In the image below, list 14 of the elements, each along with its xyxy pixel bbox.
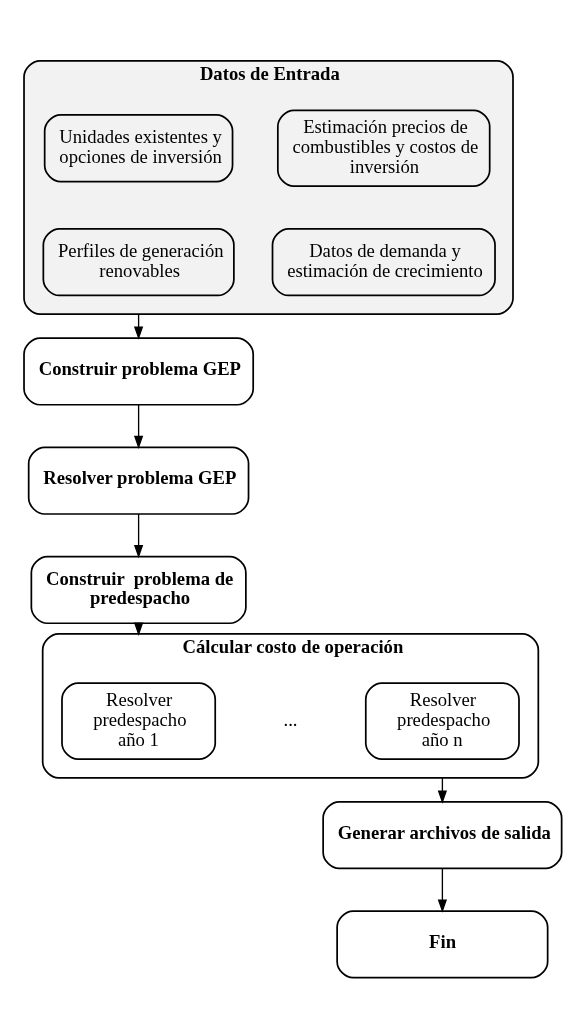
node-box: Fin [336,910,549,979]
node-box: Generar archivos de salida [322,800,563,870]
node-box: Resolver problema GEP [27,446,250,515]
node-box: Resolver predespacho año n [364,682,520,761]
node-box: Resolver predespacho año 1 [61,682,217,761]
node-box: Perfiles de generación renovables [42,228,235,297]
label: ... [283,709,298,731]
arrow [437,867,448,913]
arrow [133,404,144,450]
node-box: Construir problema GEP [23,337,255,406]
node-box: Datos de demanda y estimación de crecimiento [271,228,496,297]
node-box: Estimación precios de combustibles y costos de inversión [276,109,491,188]
arrow [133,513,144,559]
node-box: Unidades existentes y opciones de inversión [43,114,234,183]
